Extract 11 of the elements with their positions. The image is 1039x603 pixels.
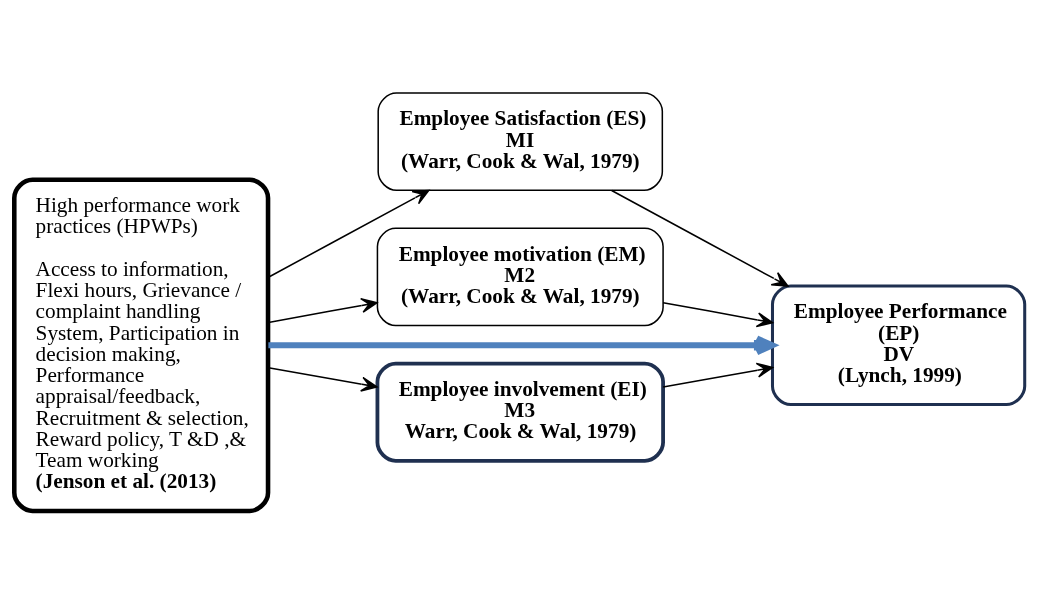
arrow — [267, 366, 378, 392]
arrow — [662, 362, 774, 388]
node-box: Employee involvement (EI) M3 Warr, Cook & Wal, 1979) — [375, 361, 665, 463]
arrow — [267, 297, 378, 323]
arrow — [610, 189, 789, 287]
node-box: High performance work practices (HPWPs) Access to information, Flexi hours, Grievance / complaint handling System, Participation in decision making, Performance appraisal/feedback, Recruitment & selection, Reward policy, T &D ,& Team working (Jenson et al. (2013) — [12, 176, 271, 513]
node-box: Employee motivation (EM) M2 (Warr, Cook & Wal, 1979) — [376, 227, 664, 326]
node-box: Employee Performance (EP) DV (Lynch, 1999) — [770, 284, 1027, 406]
arrow — [662, 301, 774, 327]
arrow — [267, 189, 430, 278]
node-box: Employee Satisfaction (ES) MI (Warr, Cook & Wal, 1979) — [377, 91, 664, 191]
